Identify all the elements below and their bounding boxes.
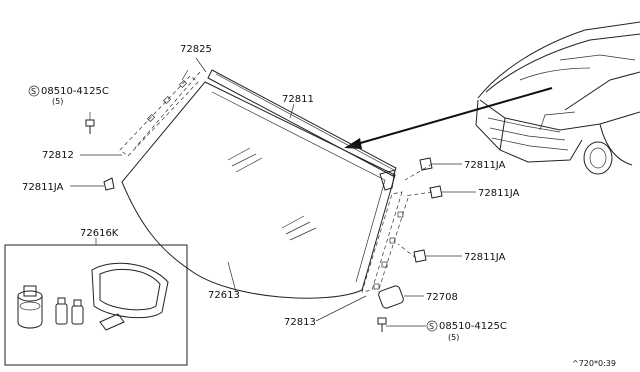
label-72811ja-right-3: 72811JA — [464, 252, 506, 263]
clip-right-2 — [403, 185, 443, 199]
screw-symbol-top: S — [31, 87, 36, 96]
label-72813: 72813 — [284, 317, 316, 328]
clip-right-1 — [404, 157, 433, 181]
repair-kit-box — [4, 238, 188, 366]
bolt-top-icon — [85, 119, 95, 134]
label-72825: 72825 — [180, 44, 212, 55]
bolt-bottom-icon — [377, 317, 387, 332]
right-molding — [361, 191, 409, 293]
label-bolt-bottom-code: 08510-4125C — [439, 321, 507, 332]
label-bolt-top-qty: (5) — [52, 97, 63, 106]
clip-left — [103, 177, 115, 191]
footer-reference: ^720*0:39 — [572, 359, 616, 368]
screw-symbol-bottom: S — [429, 322, 434, 331]
label-bolt-bottom-qty: (5) — [448, 333, 459, 342]
leader-lines — [70, 57, 476, 327]
label-72811ja-right-1: 72811JA — [464, 160, 506, 171]
clip-right-3 — [397, 243, 427, 263]
label-72811: 72811 — [282, 94, 314, 105]
label-72812: 72812 — [42, 150, 74, 161]
part-labels: 72825 72811 S 08510-4125C (5) 72812 7281… — [22, 44, 616, 368]
label-72708: 72708 — [426, 292, 458, 303]
windshield-glass — [121, 81, 396, 299]
label-72613: 72613 — [208, 290, 240, 301]
label-72616k: 72616K — [80, 228, 119, 239]
label-72811ja-right-2: 72811JA — [478, 188, 520, 199]
top-molding — [207, 69, 397, 191]
screw-symbol-top-icon — [28, 85, 40, 97]
label-bolt-top-code: 08510-4125C — [41, 86, 109, 97]
label-72811ja-left: 72811JA — [22, 182, 64, 193]
left-molding — [119, 69, 201, 157]
vehicle-illustration — [475, 21, 640, 175]
pointer-arrow — [344, 87, 553, 149]
pad-72708 — [378, 285, 404, 309]
screw-symbol-bottom-icon — [426, 320, 438, 332]
